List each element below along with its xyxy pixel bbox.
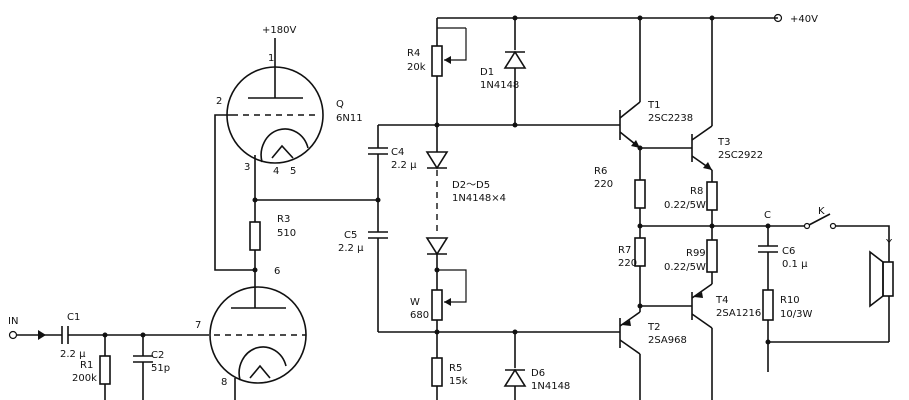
diode-d5 [425,237,449,256]
label-c4: C4 [391,147,404,158]
label-r4: R4 [407,48,420,59]
label-r99: R99 [686,248,706,259]
label-r7: R7 [618,245,631,256]
resistor-r3 [249,221,261,251]
capacitor-c5 [368,231,388,239]
label-c2: C2 [151,350,164,361]
label-t2-part: 2SA968 [648,335,687,346]
label-t1-part: 2SC2238 [648,113,693,124]
label-pin2: 2 [216,96,222,107]
label-c2-value: 51p [151,363,170,374]
label-c1-value: 2.2 μ [60,349,86,360]
label-r5: R5 [449,363,462,374]
label-t1: T1 [647,100,660,111]
label-r7-value: 220 [618,258,637,269]
switch-k [803,213,837,230]
label-t3-part: 2SC2922 [718,150,763,161]
label-c6: C6 [782,246,795,257]
resistor-r6 [634,179,646,209]
transistor-t4 [691,283,713,329]
label-d2-d5-part: 1N4148×4 [452,193,506,204]
resistor-r99 [706,239,718,273]
label-r6-value: 220 [594,179,613,190]
label-v40: +40V [790,14,818,25]
label-pin5: 5 [290,166,296,177]
label-w: W [410,297,420,308]
label-pin1: 1 [268,53,274,64]
label-r1-value: 200k [72,373,97,384]
label-c5-value: 2.2 μ [338,243,364,254]
diode-d6 [503,368,527,387]
label-pin4: 4 [273,166,279,177]
label-r10: R10 [780,295,800,306]
capacitor-c6 [758,245,778,253]
vacuum-tube-lower [203,286,307,384]
label-d1: D1 [480,67,494,78]
label-d2-d5: D2～D5 [452,180,490,191]
label-d6-part: 1N4148 [531,381,570,392]
label-c6-value: 0.1 μ [782,259,808,270]
label-d6: D6 [531,368,545,379]
resistor-r8 [706,181,718,211]
label-r5-value: 15k [449,376,468,387]
diode-d1 [503,50,527,69]
label-k: K [818,206,825,217]
capacitor-c2 [133,355,153,363]
label-r3: R3 [277,214,290,225]
label-r10-value: 10/3W [780,309,812,320]
transistor-t2 [619,311,641,355]
transistor-t1 [619,101,641,149]
diode-d2 [425,151,449,170]
label-r8: R8 [690,186,703,197]
label-node-c: C [764,210,771,221]
label-pin8: 8 [221,377,227,388]
label-d1-part: 1N4148 [480,80,519,91]
speaker-y [869,250,894,308]
label-q-part: 6N11 [336,113,363,124]
label-r99-value: 0.22/5W [664,262,706,273]
label-t4: T4 [715,295,728,306]
label-pin7: 7 [195,320,201,331]
label-c4-value: 2.2 μ [391,160,417,171]
label-in: IN [8,316,18,327]
label-r6: R6 [594,166,607,177]
label-c5: C5 [344,230,357,241]
transistor-t3 [691,125,713,171]
label-c1: C1 [67,312,80,323]
capacitor-c4 [368,147,388,155]
label-w-value: 680 [410,310,429,321]
label-r8-value: 0.22/5W [664,200,706,211]
resistor-r5 [431,357,443,387]
label-y: Y [885,238,893,249]
label-pin3: 3 [244,162,250,173]
label-r1: R1 [80,360,93,371]
label-t3: T3 [717,137,730,148]
label-pin6: 6 [274,266,280,277]
label-t2: T2 [647,322,660,333]
input-terminal [8,330,62,340]
label-r3-value: 510 [277,228,296,239]
label-q: Q [336,99,344,110]
capacitor-c1 [61,326,69,344]
resistor-r10 [762,289,774,321]
label-r4-value: 20k [407,62,426,73]
resistor-r4 [431,45,443,77]
label-t4-part: 2SA1216 [716,308,761,319]
potentiometer-w [431,289,443,321]
resistor-r1 [99,355,111,385]
label-v180: +180V [262,25,296,36]
